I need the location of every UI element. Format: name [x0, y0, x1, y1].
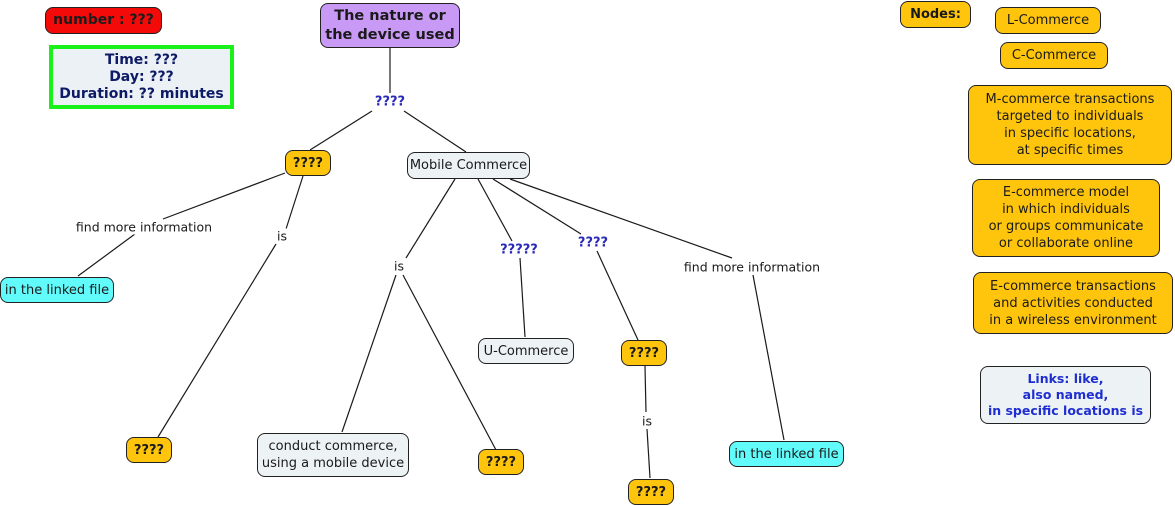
edge-mc-to-5q-link — [477, 178, 513, 242]
legend-links-box: Links: like, also named, in specific loc… — [980, 366, 1151, 424]
concept-unknown-left[interactable]: ???? — [285, 150, 331, 176]
concept-mc-definition[interactable]: conduct commerce, using a mobile device — [257, 433, 409, 477]
concept-mobile-commerce[interactable]: Mobile Commerce — [407, 152, 530, 179]
concept-mid-unknown[interactable]: ???? — [621, 340, 667, 366]
edge-find-info-to-linked-file — [77, 233, 136, 277]
link-label-mc-4q[interactable]: ???? — [575, 235, 611, 251]
link-label-left-find-info[interactable]: find more information — [73, 219, 215, 235]
legend-node-c-commerce-def[interactable]: E-commerce model in which individuals or… — [972, 179, 1160, 257]
legend-node-m-commerce-def-wireless[interactable]: E-commerce transactions and activities c… — [973, 272, 1173, 334]
root-concept[interactable]: The nature or the device used — [320, 3, 460, 48]
edge-link-to-left-unknown — [309, 110, 373, 151]
edge-link-to-mobile-commerce — [403, 110, 467, 153]
legend-node-l-commerce[interactable]: L-Commerce — [995, 7, 1101, 34]
edge-mc-to-is — [405, 178, 456, 259]
concept-u-commerce[interactable]: U-Commerce — [478, 338, 574, 364]
edge-left-unknown-to-find-info — [162, 172, 286, 220]
legend-nodes-title: Nodes: — [900, 1, 971, 28]
edge-right-find-info-to-linked-file — [752, 274, 785, 441]
edge-is-to-mc-unknown — [402, 274, 497, 451]
edge-is-to-left-bottom-unknown — [157, 243, 277, 438]
number-badge: number : ??? — [45, 7, 162, 34]
linked-file-left[interactable]: in the linked file — [0, 277, 114, 303]
edge-5q-link-to-u-commerce — [519, 257, 526, 338]
session-info-box: Time: ??? Day: ??? Duration: ?? minutes — [49, 45, 234, 109]
link-label-left-is[interactable]: is — [275, 228, 289, 244]
edge-4q-link-to-mid-unknown — [596, 250, 639, 341]
concept-unknown-left-bottom[interactable]: ???? — [126, 437, 172, 463]
link-label-root-unknown[interactable]: ???? — [372, 94, 408, 110]
edge-mid-unknown-to-is — [644, 365, 647, 413]
link-label-mc-is[interactable]: is — [392, 258, 406, 274]
edge-left-unknown-to-is — [285, 175, 304, 230]
edge-mc-to-4q-link — [492, 178, 582, 235]
link-label-mid-is[interactable]: is — [640, 413, 654, 429]
edge-is-to-mc-definition — [341, 274, 397, 433]
edge-mc-to-right-find-info — [509, 178, 733, 259]
edge-is-to-mid-bottom-unknown — [646, 428, 651, 479]
link-label-right-find-info[interactable]: find more information — [681, 259, 823, 275]
legend-node-m-commerce-def[interactable]: M-commerce transactions targeted to indi… — [968, 85, 1172, 165]
legend-node-c-commerce[interactable]: C-Commerce — [1000, 42, 1108, 69]
link-label-mc-5q[interactable]: ????? — [498, 242, 540, 258]
concept-mc-unknown[interactable]: ???? — [478, 449, 524, 475]
concept-mid-bottom-unknown[interactable]: ???? — [628, 479, 674, 505]
linked-file-right[interactable]: in the linked file — [729, 441, 844, 467]
